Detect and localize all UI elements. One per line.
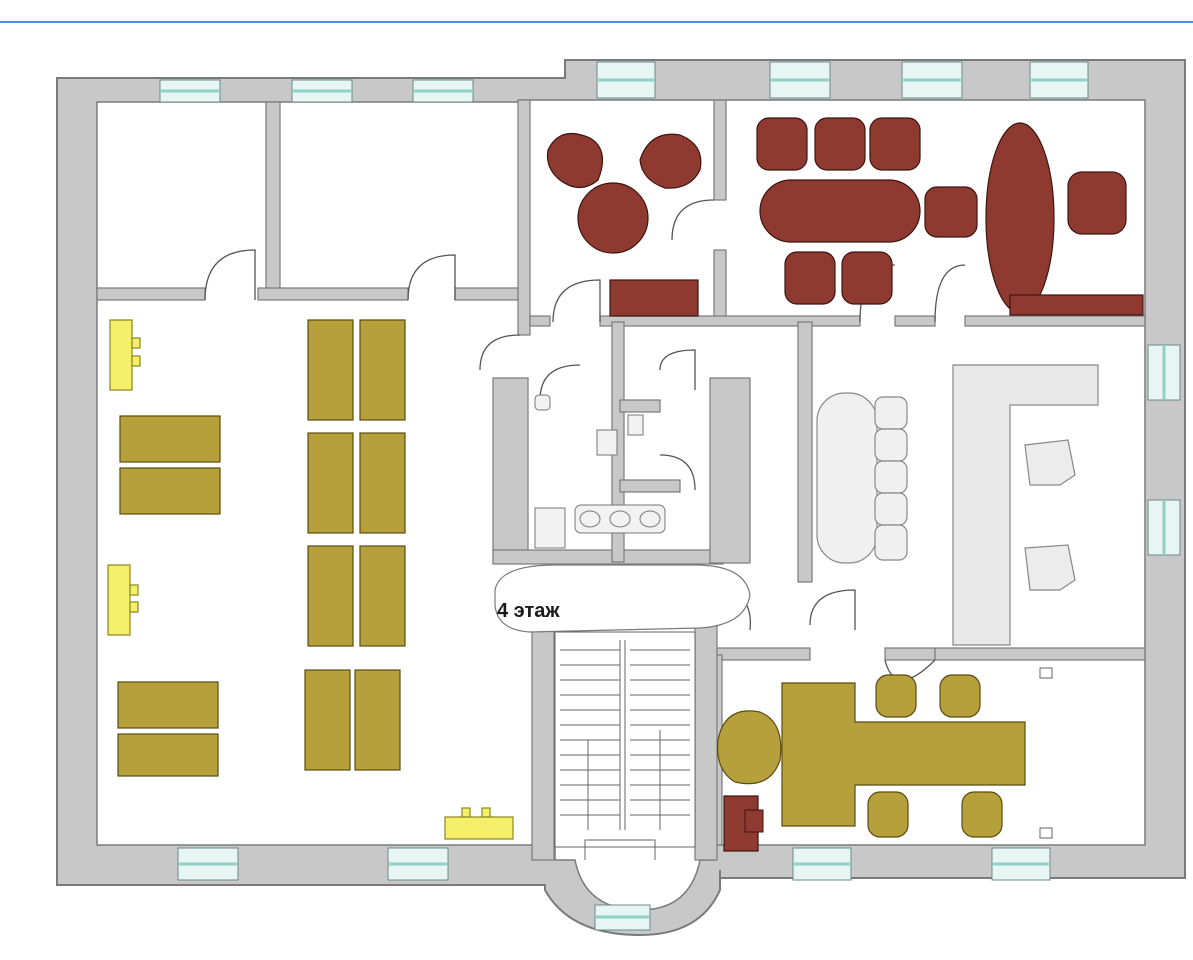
top-divider-line: [0, 21, 1193, 23]
yellow-desks: [107, 319, 514, 840]
windows: [159, 61, 1181, 931]
director-furniture: [717, 674, 1026, 838]
reception-desk: [952, 364, 1099, 646]
staircase: [554, 631, 696, 860]
small-square-marks: [1039, 667, 1053, 839]
open-office-desks: [117, 319, 406, 777]
floor-label: 4 этаж: [497, 600, 560, 622]
bath-fixtures: [534, 394, 666, 549]
corridor-sofa: [816, 392, 908, 564]
lounge-furniture: [546, 132, 702, 317]
corridor-landing: [494, 564, 751, 633]
director-cabinet: [723, 795, 764, 852]
conference-furniture: [756, 117, 1144, 316]
